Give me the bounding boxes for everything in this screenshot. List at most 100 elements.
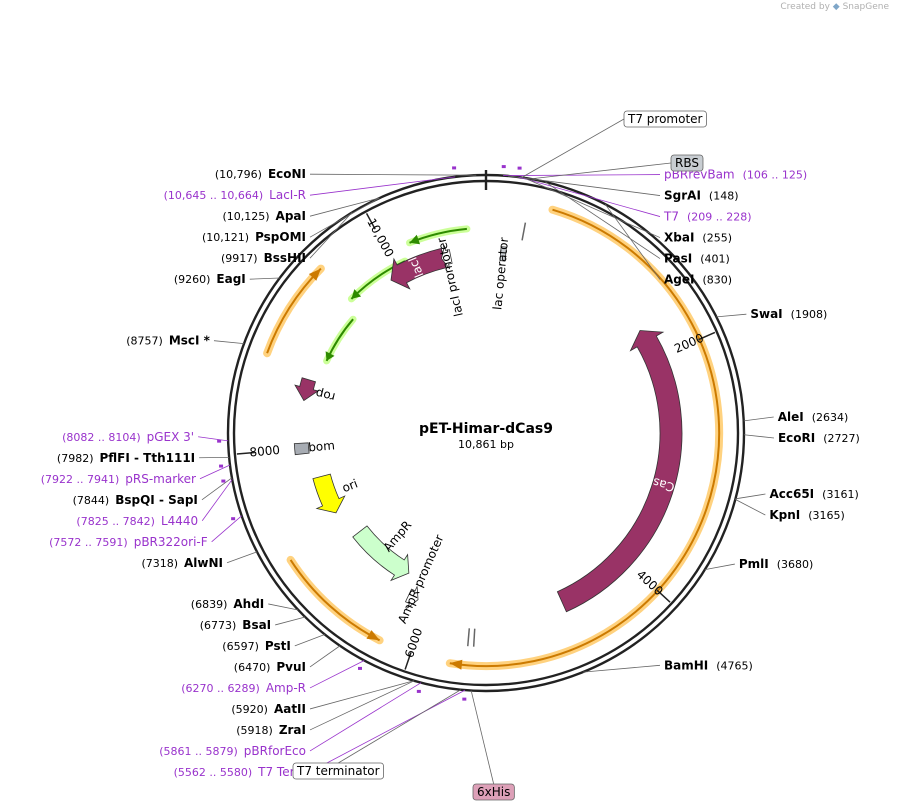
pgex3-name: pGEX 3' [147, 430, 194, 444]
pmli-label: PmlI(3680) [739, 557, 813, 571]
ori-label: ori [340, 476, 360, 495]
swai-name: SwaI [750, 307, 782, 321]
rop-feature [294, 377, 320, 402]
laci-r-leader [309, 176, 456, 196]
bamhi-name: BamHI [664, 658, 708, 672]
pspomi-label: PspOMI(10,121) [202, 230, 306, 244]
alei-leader [743, 416, 774, 422]
t7-leader [518, 176, 661, 217]
t7-terminator-mark [467, 628, 471, 647]
t7-name: T7 [663, 210, 679, 224]
bspqi-position: (7844) [73, 494, 110, 507]
pgex3-leader [198, 436, 229, 442]
acc65i-label: Acc65I (3161) [769, 487, 858, 501]
credit-created-by: Created by [780, 2, 830, 12]
ahdi-position: (6839) [191, 598, 228, 611]
apai-position: (10,125) [222, 210, 269, 223]
bsai-leader [275, 616, 306, 626]
AmpR-feature [352, 525, 410, 582]
tick-6000-label: 6000 [402, 626, 425, 659]
kpni-leader [735, 499, 766, 516]
AmpR-label: AmpR [380, 518, 414, 554]
l4440-position: (7825 .. 7842) [76, 515, 155, 528]
prs-marker-label: pRS-marker(7922 .. 7941) [41, 472, 196, 486]
ori-feature [312, 473, 346, 514]
pvui-leader [309, 645, 341, 668]
ecori-leader [743, 434, 775, 439]
msci-name: MscI * [169, 334, 211, 348]
bsai-position: (6773) [200, 619, 237, 632]
bspqi-label: BspQI - SapI (7844) [73, 493, 198, 507]
pmli-position: (3680) [777, 558, 814, 571]
pgex3-position: (8082 .. 8104) [62, 431, 141, 444]
pbr322ori-f-name: pBR322ori-F [134, 535, 208, 549]
tick-2000-mark [698, 331, 716, 341]
pbr322ori-f-label: pBR322ori-F(7572 .. 7591) [49, 535, 208, 549]
pbr322ori-f-leader [211, 515, 242, 543]
agei-leader [604, 203, 661, 280]
plasmid-name: pET-Himar-dCas9 [419, 421, 553, 437]
label-layer: EcoNI(10,796)LacI-R(10,645 .. 10,664)Apa… [41, 110, 860, 801]
bom-feature [293, 442, 310, 456]
lac-green-2-head [351, 289, 362, 299]
bsshii-name: BssHII [264, 251, 306, 265]
aatii-position: (5920) [231, 703, 268, 716]
sgrai-leader [508, 175, 661, 196]
xbai-leader [523, 177, 661, 238]
leader-layer [198, 118, 775, 785]
tick-8000-label: 8000 [249, 443, 281, 460]
msci-label: MscI *(8757) [126, 334, 210, 348]
lac-green-3-head [325, 351, 335, 361]
lac-operator-label: lac operator [490, 237, 511, 311]
prs-marker-position: (7922 .. 7941) [41, 473, 120, 486]
ahdi-label: AhdI(6839) [191, 597, 264, 611]
acc65i-position: (3161) [822, 488, 859, 501]
agei-label: AgeI(830) [664, 273, 732, 287]
rbs-box: RBS [670, 154, 704, 172]
alwni-label: AlwNI(7318) [141, 556, 223, 570]
l4440-name: L4440 [161, 514, 198, 528]
acc65i-name: Acc65I [769, 487, 814, 501]
xbai-label: XbaI(255) [664, 231, 732, 245]
ecori-name: EcoRI [778, 431, 815, 445]
ecori-position: (2727) [823, 432, 860, 445]
eagi-name: EagI [216, 272, 245, 286]
orf-right [449, 208, 721, 668]
pvui-name: PvuI [276, 660, 306, 674]
t7-term-label: T7 Term(5562 .. 5580) [174, 765, 306, 779]
lacI-feature [390, 247, 447, 290]
econi-leader [309, 173, 477, 176]
pasi-leader [545, 181, 661, 259]
econi-name: EcoNI [268, 167, 306, 181]
alwni-leader [226, 551, 258, 564]
alwni-name: AlwNI [184, 556, 223, 570]
psti-name: PstI [265, 639, 291, 653]
lacI-promoter-label: lacI promoter [434, 236, 465, 317]
orf-left-head [308, 268, 321, 281]
bamhi-label: BamHI(4765) [664, 658, 753, 672]
pgex3-label: pGEX 3' (8082 .. 8104) [62, 430, 194, 444]
swai-leader [716, 313, 747, 318]
pspomi-name: PspOMI [255, 230, 306, 244]
eagi-position: (9260) [174, 273, 211, 286]
tick-4000-mark [656, 589, 671, 603]
credit-brand: SnapGene [842, 2, 889, 12]
kpni-position: (3165) [808, 509, 845, 522]
aatii-leader [309, 680, 415, 710]
sgrai-position: (148) [709, 190, 739, 203]
zrai-leader [309, 680, 415, 731]
apai-name: ApaI [276, 209, 306, 223]
alei-label: AleI(2634) [778, 410, 849, 424]
AmpR-promoter-label: AmpR promoter [395, 533, 446, 626]
6xhis-box-frame [472, 783, 515, 801]
zrai-label: ZraI(5918) [236, 723, 306, 737]
bspqi-name: BspQI - SapI [115, 493, 198, 507]
kpni-name: KpnI [769, 508, 800, 522]
his-mark [472, 628, 476, 647]
rbs-box-leader [530, 162, 672, 180]
zrai-position: (5918) [236, 724, 273, 737]
xbai-position: (255) [702, 232, 732, 245]
pbrforeco-label: pBRforEco(5861 .. 5879) [159, 744, 306, 758]
pvui-label: PvuI(6470) [234, 660, 306, 674]
pasi-name: PasI [664, 252, 692, 266]
